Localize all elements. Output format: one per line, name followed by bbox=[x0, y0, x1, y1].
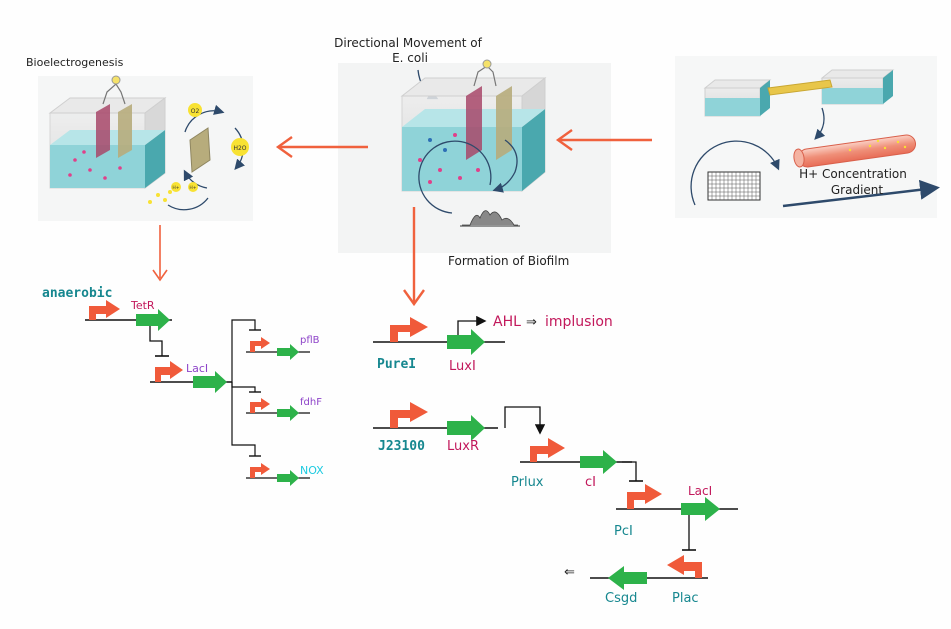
gene-icon bbox=[608, 566, 647, 590]
purei-label: PureI bbox=[377, 357, 416, 372]
promoter-icon bbox=[390, 317, 428, 342]
nox-label: NOX bbox=[300, 464, 324, 477]
proton-badge bbox=[171, 182, 181, 192]
promoter-icon bbox=[390, 402, 428, 428]
luxr-label: LuxR bbox=[447, 439, 479, 454]
ahl-label: AHL bbox=[493, 314, 521, 330]
arrow-center-down bbox=[403, 207, 425, 307]
gradient-rod bbox=[793, 134, 917, 168]
gradient-arrow bbox=[782, 179, 940, 208]
gradient-panel: H+ Concentration Gradient bbox=[675, 56, 940, 218]
electrode-plate bbox=[189, 127, 211, 173]
directional-title-line1: Directional Movement of bbox=[334, 36, 482, 50]
luxr-activation-arrow bbox=[504, 406, 546, 435]
bioelectrogenesis-title: Bioelectrogenesis bbox=[26, 56, 124, 69]
biofilm-cycle-arrow bbox=[492, 139, 518, 193]
laci-label: LacI bbox=[186, 362, 208, 375]
electrode-plate bbox=[496, 86, 512, 160]
anaerobic-circuit: anaerobic TetR LacI pflB fdhF bbox=[42, 286, 324, 486]
electrolysis-tank bbox=[48, 75, 167, 189]
gene-icon bbox=[580, 450, 617, 474]
biofilm-icon bbox=[462, 210, 518, 226]
water-badge bbox=[231, 138, 249, 156]
bulb-icon bbox=[111, 75, 121, 85]
arrow-left-down bbox=[152, 225, 168, 282]
oxygen-badge bbox=[188, 103, 202, 117]
gradient-label-line2: Gradient bbox=[831, 183, 884, 197]
biofilm-graphic bbox=[418, 140, 520, 227]
left-double-arrow: ⇐ bbox=[564, 565, 575, 580]
promoter-icon bbox=[667, 555, 702, 578]
directional-movement-panel: Directional Movement of E. coli Formatio… bbox=[334, 36, 611, 268]
arrow-gradient-to-center bbox=[555, 129, 652, 151]
migration-tank bbox=[400, 59, 547, 193]
gene-icon bbox=[277, 470, 299, 486]
pflb-label: pflB bbox=[300, 335, 320, 346]
ci-label: cI bbox=[585, 475, 596, 490]
gene-icon bbox=[447, 329, 485, 355]
luxi-label: LuxI bbox=[449, 359, 476, 374]
plac-label: Plac bbox=[672, 591, 699, 606]
gene-icon bbox=[136, 309, 170, 331]
prlux-label: Prlux bbox=[511, 475, 544, 490]
membrane-plate bbox=[96, 104, 110, 158]
gene-icon bbox=[681, 497, 720, 521]
j23100-label: J23100 bbox=[378, 439, 425, 454]
gene-icon bbox=[277, 405, 299, 421]
electrode-plate bbox=[118, 104, 132, 158]
bioelectrogenesis-panel: Bioelectrogenesis O2 H2O bbox=[26, 56, 253, 221]
pci-label: PcI bbox=[614, 524, 633, 539]
promoter-icon bbox=[250, 463, 270, 478]
salt-bridge bbox=[767, 79, 833, 96]
biofilm-label: Formation of Biofilm bbox=[448, 254, 569, 268]
laci-right-label: LacI bbox=[688, 484, 712, 498]
fdhf-label: fdhF bbox=[300, 397, 322, 408]
directional-title-line2: E. coli bbox=[392, 51, 428, 65]
bulb-icon bbox=[482, 59, 492, 69]
electron-cycle: O2 H2O H+ H+ bbox=[148, 103, 249, 211]
implies-symbol: ⇒ bbox=[526, 315, 537, 330]
tetr-label: TetR bbox=[130, 299, 155, 312]
gene-icon bbox=[193, 371, 227, 393]
proton-label: H+ bbox=[189, 185, 196, 191]
water-label: H2O bbox=[233, 145, 246, 152]
twin-tanks bbox=[703, 69, 895, 117]
promoter-icon bbox=[627, 484, 662, 509]
proton-label: H+ bbox=[172, 185, 179, 191]
implusion-label: implusion bbox=[545, 314, 613, 330]
anaerobic-label: anaerobic bbox=[42, 286, 112, 301]
promoter-icon bbox=[250, 398, 270, 413]
gradient-label-line1: H+ Concentration bbox=[799, 167, 907, 181]
promoter-icon bbox=[530, 438, 565, 462]
quorum-circuit: PureI LuxI AHL ⇒ implusion J23100 LuxR P… bbox=[373, 314, 738, 606]
pflb-unit: pflB bbox=[246, 335, 320, 360]
mesh-electrode bbox=[690, 140, 780, 206]
promoter-icon bbox=[89, 300, 120, 320]
oxygen-label: O2 bbox=[191, 108, 200, 115]
ahl-arrow bbox=[457, 315, 487, 335]
proton-badge bbox=[188, 182, 198, 192]
promoter-icon bbox=[250, 337, 270, 352]
membrane-plate bbox=[466, 86, 482, 160]
nox-unit: NOX bbox=[246, 463, 324, 486]
promoter-icon bbox=[155, 361, 183, 382]
pointer-arrow bbox=[814, 107, 826, 140]
gene-icon bbox=[277, 344, 299, 360]
fdhf-unit: fdhF bbox=[246, 397, 322, 421]
arrow-center-to-left bbox=[275, 136, 368, 158]
gene-icon bbox=[447, 415, 485, 441]
csgd-label: Csgd bbox=[605, 591, 637, 606]
flow-arrows bbox=[152, 129, 652, 307]
